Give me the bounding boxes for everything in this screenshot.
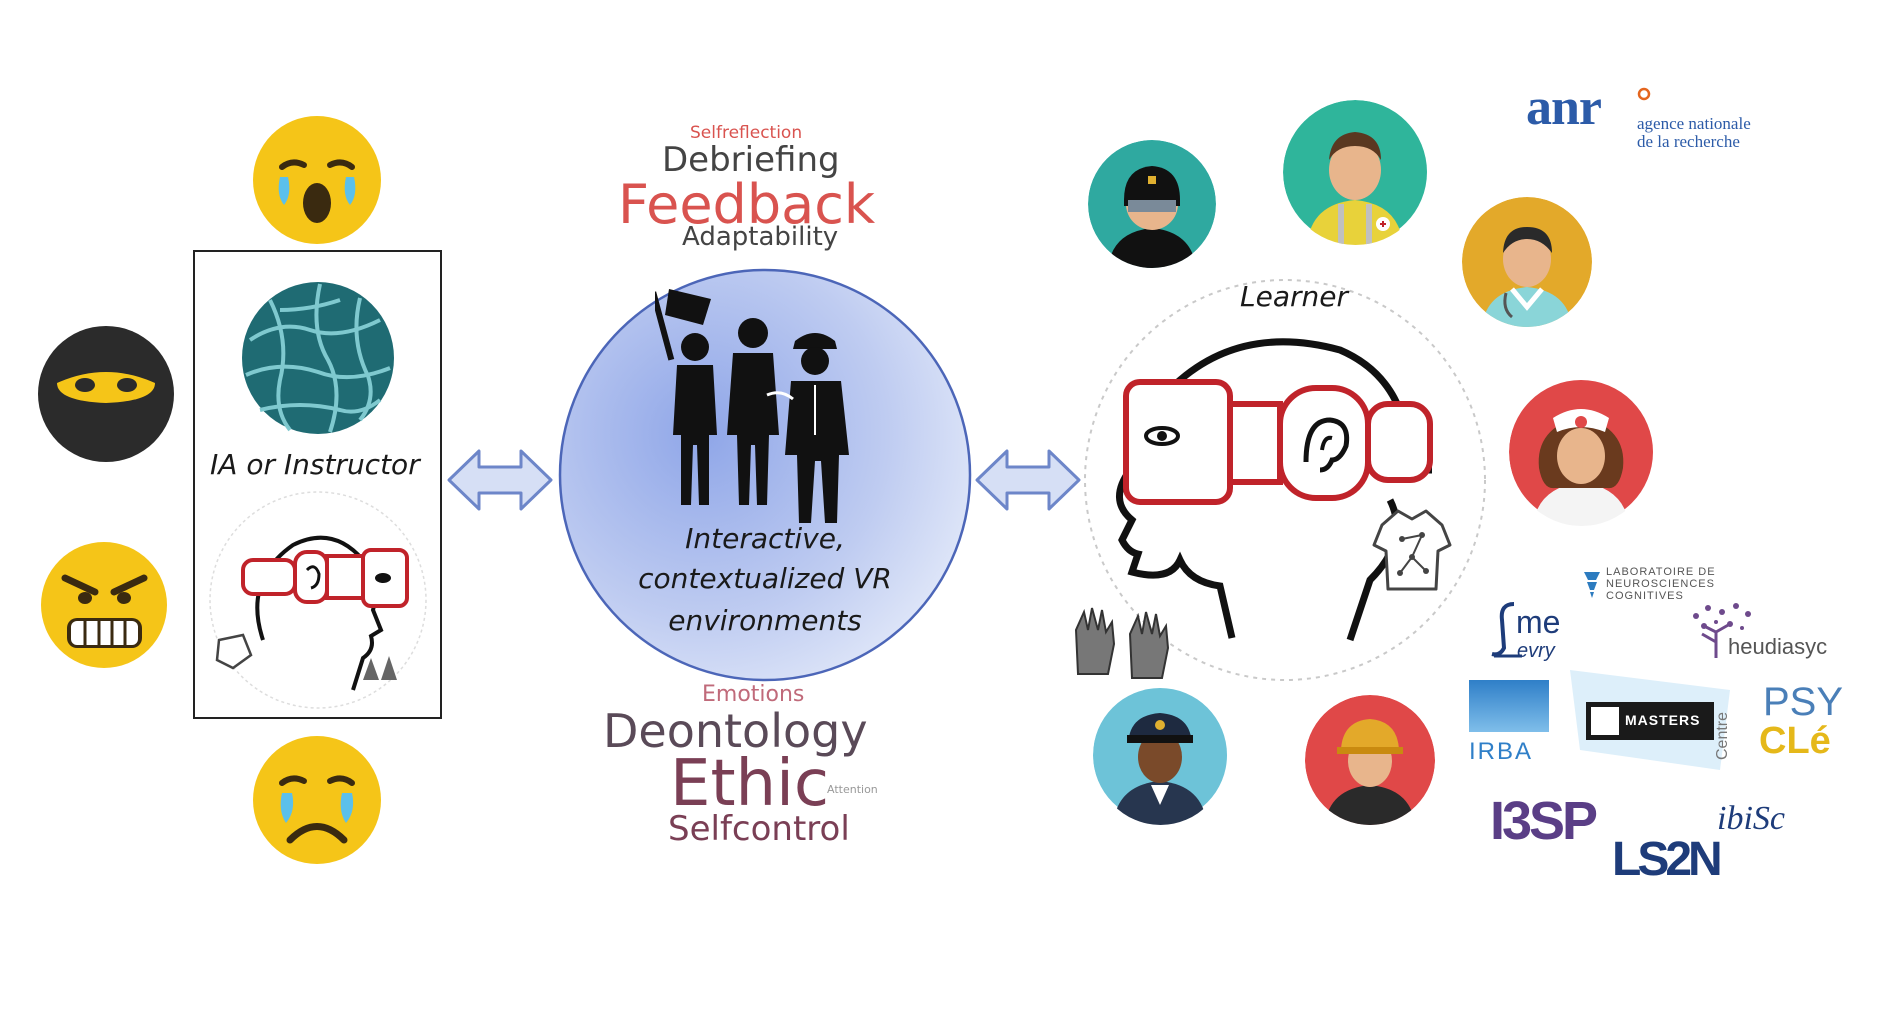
ls2n-logo-text: LS2N: [1612, 833, 1723, 886]
instructor-head-vr-icon: [209, 491, 427, 709]
word-ethic: Ethic: [670, 747, 830, 821]
anr-logo-line-2: de la recherche: [1637, 132, 1740, 151]
heudiasyc-tree-icon: [1693, 603, 1751, 658]
word-selfreflection: Selfreflection: [690, 123, 803, 143]
evry-logo-text: evry: [1517, 640, 1555, 662]
learner-label: Learner: [1240, 280, 1348, 313]
word-feedback: Feedback: [618, 173, 876, 236]
word-deontology: Deontology: [603, 704, 868, 758]
masters-logo-mark: [1591, 707, 1619, 735]
word-attention: Attention: [827, 783, 878, 796]
angry-face-icon: [41, 542, 167, 668]
neural-network-globe-icon: [242, 282, 394, 434]
center-label-line-3: environments: [668, 604, 862, 637]
learner-dashed-ring: [1084, 279, 1486, 681]
cle-logo-text: CLé: [1759, 720, 1831, 762]
left-double-arrow-icon[interactable]: [445, 445, 555, 515]
anr-accent-icon: [1637, 87, 1651, 101]
centre-logo-text: Centre: [1714, 711, 1731, 760]
anr-logo-mark: anr: [1526, 79, 1602, 136]
psy-logo-text: PSY: [1763, 680, 1844, 724]
learner-head-vr-icon: [1116, 338, 1433, 642]
right-double-arrow-icon[interactable]: [973, 445, 1083, 515]
center-label-line-2: contextualized VR: [638, 562, 892, 595]
protest-police-scene-icon: [655, 289, 849, 523]
haptic-gloves-icon: [1074, 607, 1170, 679]
riot-police-avatar: [1088, 140, 1216, 268]
lnc-logo-line-1: LABORATOIRE DE: [1606, 566, 1716, 578]
word-debriefing: Debriefing: [662, 140, 840, 180]
firefighter-avatar: [1305, 695, 1435, 825]
masters-logo-text: MASTERS: [1625, 712, 1701, 728]
haptic-suit-icon: [1372, 509, 1452, 591]
irba-logo-image: [1469, 680, 1549, 732]
rescuer-avatar: [1283, 100, 1427, 245]
ninja-face-icon: [38, 326, 174, 462]
word-adaptability: Adaptability: [682, 222, 839, 252]
crying-face-icon: [253, 116, 381, 244]
word-selfcontrol: Selfcontrol: [668, 809, 850, 849]
ibisc-logo-text: ibiSc: [1717, 800, 1785, 837]
instructor-label: IA or Instructor: [210, 448, 420, 481]
word-emotions: Emotions: [702, 682, 805, 707]
irba-logo-text: IRBA: [1469, 738, 1534, 765]
doctor-avatar: [1462, 197, 1592, 327]
center-label-line-1: Interactive,: [685, 522, 845, 555]
anr-logo-line-1: agence nationale: [1637, 114, 1751, 133]
ime-evry-logo-icon: [1491, 602, 1522, 658]
lnc-logo-line-3: COGNITIVES: [1606, 590, 1684, 602]
nurse-avatar: [1509, 380, 1653, 526]
lnc-logo-icon: [1584, 572, 1600, 598]
sad-tear-face-icon: [253, 736, 381, 864]
lnc-logo-line-2: NEUROSCIENCES: [1606, 578, 1715, 590]
police-woman-avatar: [1093, 688, 1227, 825]
instructor-panel: [193, 250, 442, 719]
i3sp-logo-text: I3SP: [1490, 791, 1598, 851]
heudiasyc-logo-text: heudiasyc: [1728, 634, 1828, 659]
ime-logo-text: me: [1516, 604, 1561, 640]
